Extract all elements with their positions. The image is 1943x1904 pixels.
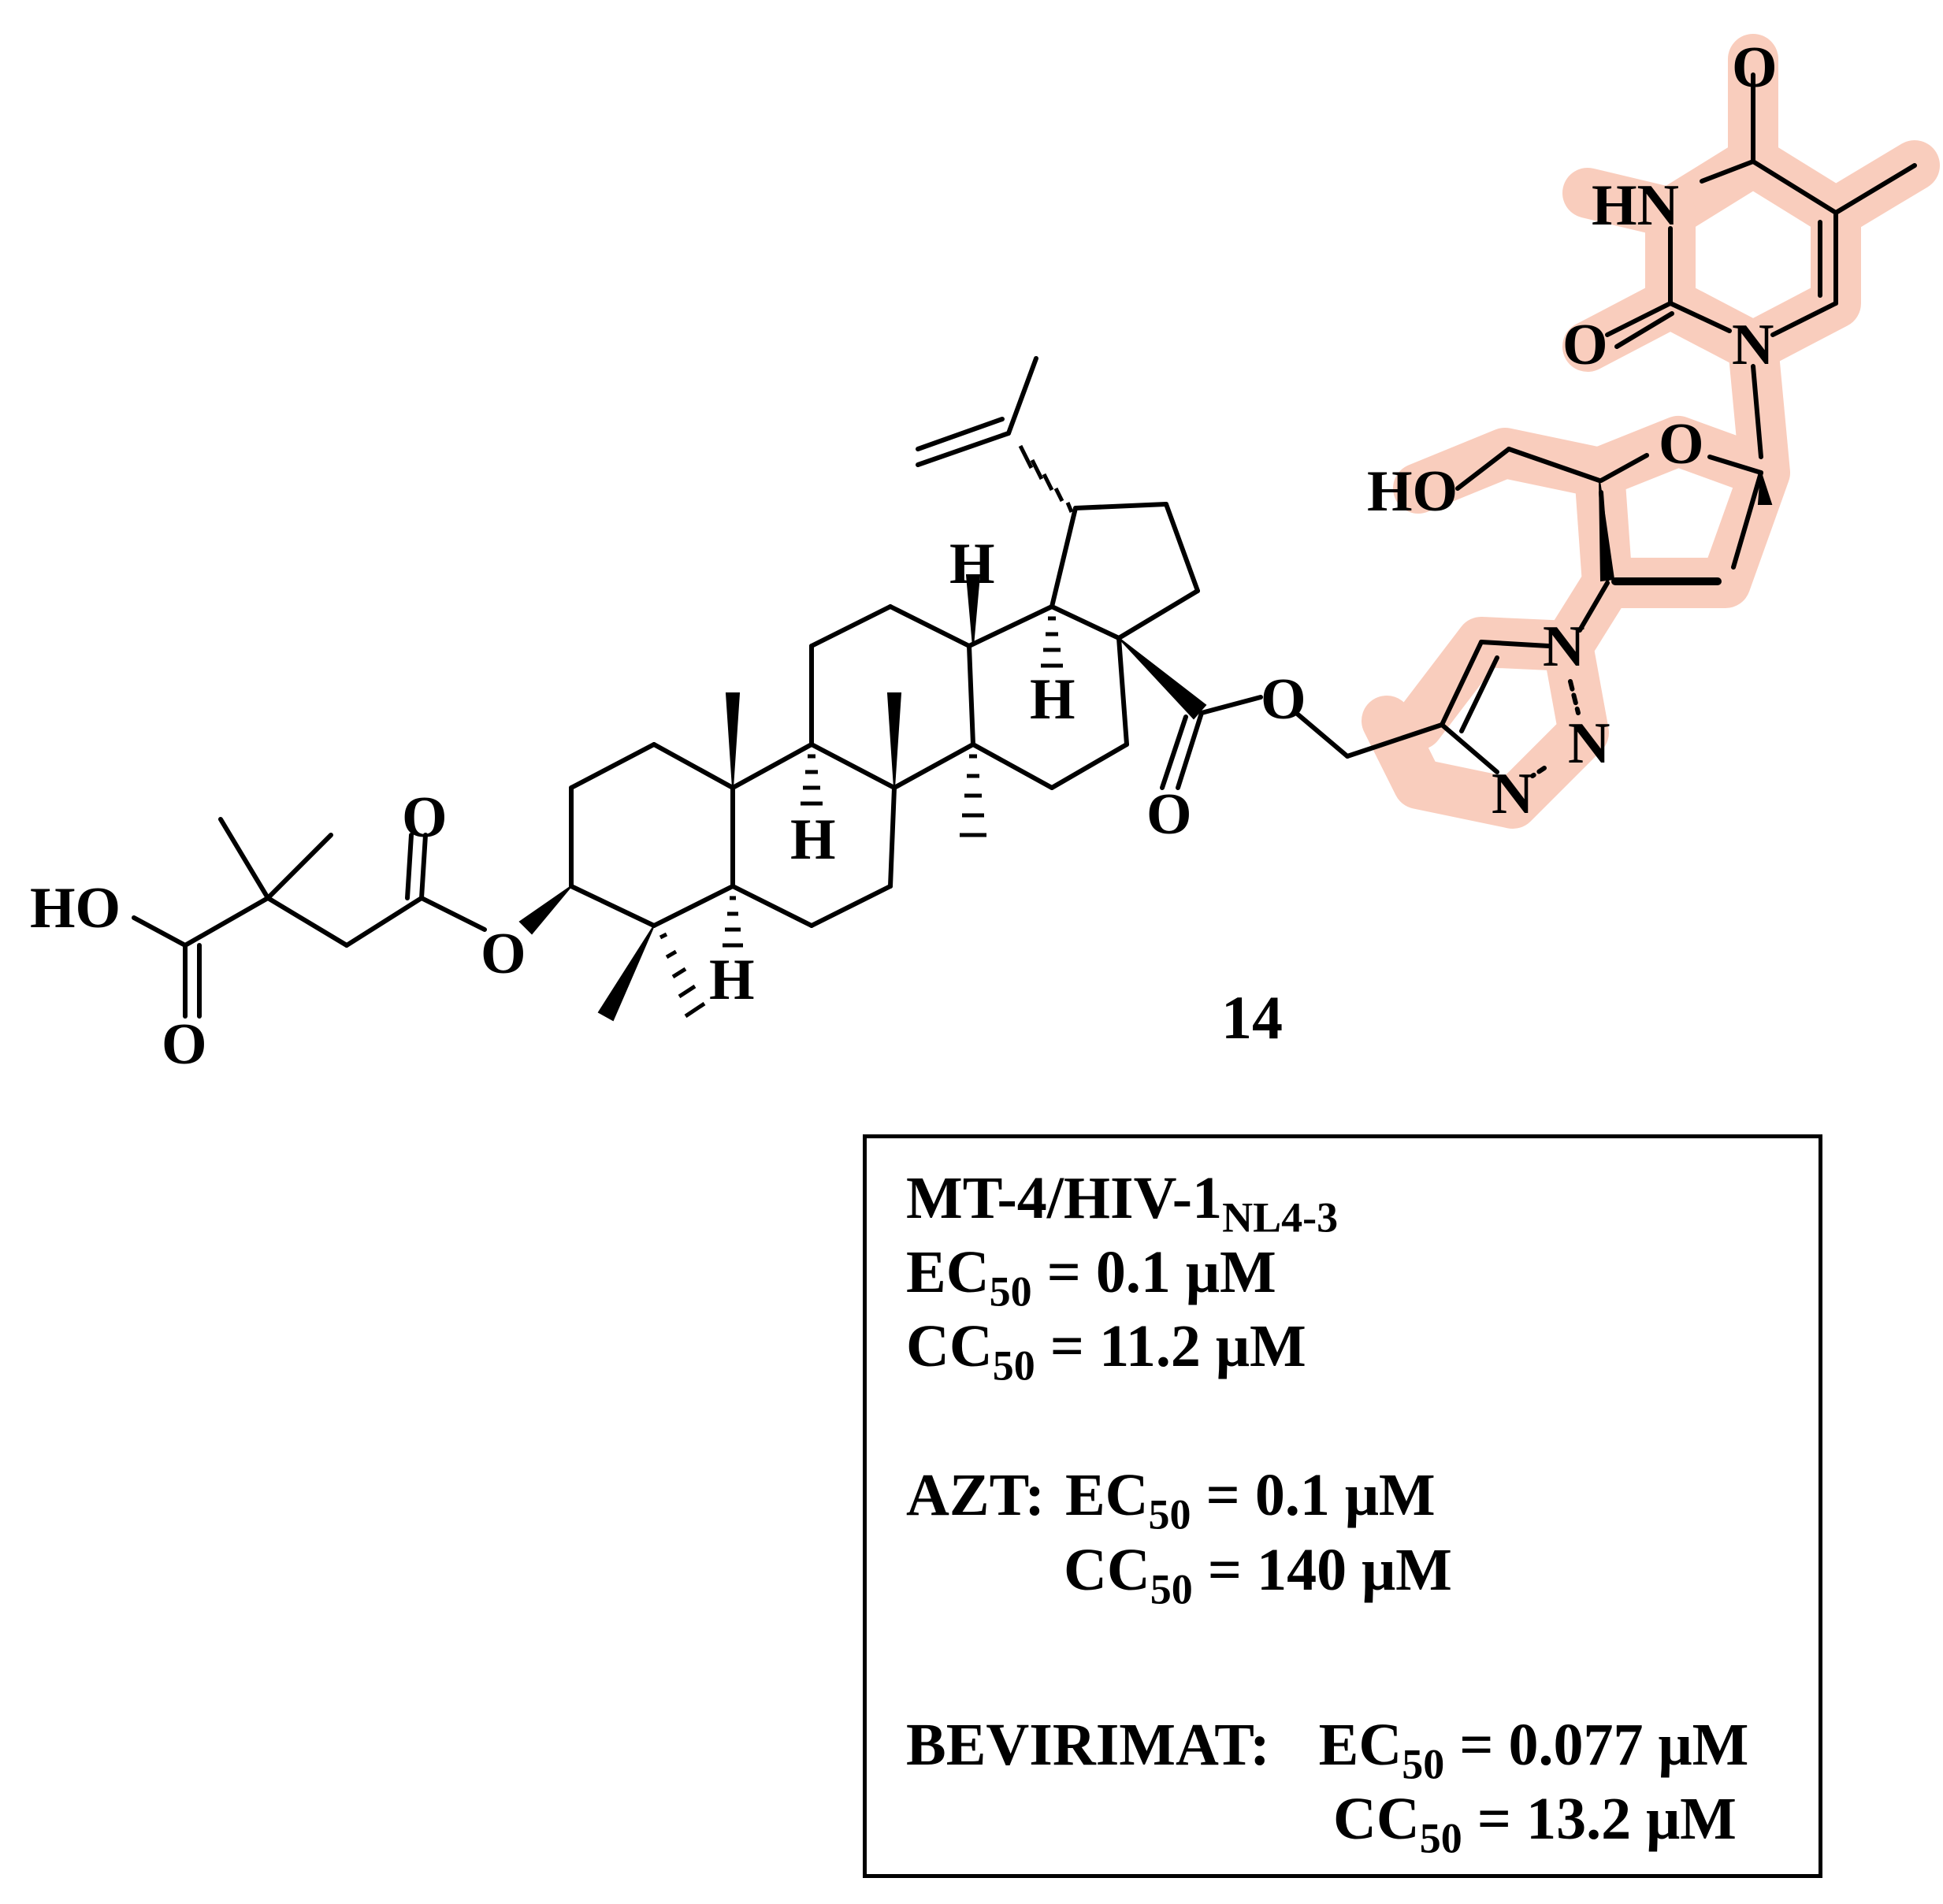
atom-o-succ-top: O xyxy=(402,785,448,850)
compound-label: 14 xyxy=(1221,983,1283,1052)
bevirimat-ec50-sub: 50 xyxy=(1402,1740,1445,1788)
assay-line: MT-4/HIV-1NL4-3 xyxy=(906,1165,1338,1238)
cc50-sub: 50 xyxy=(992,1342,1035,1390)
azt-ec50-value: = 0.1 μM xyxy=(1191,1462,1436,1528)
azt-cc50-prefix: CC xyxy=(1064,1537,1150,1603)
atom-n1-triazole: N xyxy=(1543,614,1584,679)
bevirimat-cc50-line: CC50 = 13.2 μM xyxy=(1333,1786,1737,1859)
atom-n3-triazole: N xyxy=(1492,762,1533,826)
atom-o-top: O xyxy=(1732,35,1778,100)
bevirimat-label: BEVIRIMAT: xyxy=(906,1712,1270,1778)
atom-o-acid: O xyxy=(162,1012,207,1077)
compound-ec50-line: EC50 = 0.1 μM xyxy=(906,1239,1276,1312)
highlight-region xyxy=(1362,34,1940,829)
atom-ho-right: HO xyxy=(1367,459,1458,524)
azt-ec50-sub: 50 xyxy=(1148,1490,1191,1538)
ec50-value: = 0.1 μM xyxy=(1031,1239,1276,1305)
hash-bonds xyxy=(659,369,1756,1019)
atom-h-top: H xyxy=(949,532,995,596)
cc50-prefix: CC xyxy=(906,1313,993,1379)
atom-h-5: H xyxy=(709,948,755,1012)
azt-cc50-sub: 50 xyxy=(1150,1565,1193,1613)
activity-box: MT-4/HIV-1NL4-3 EC50 = 0.1 μM CC50 = 11.… xyxy=(863,1134,1822,1878)
compound-cc50-line: CC50 = 11.2 μM xyxy=(906,1313,1306,1386)
atom-h-9: H xyxy=(790,807,836,872)
bevirimat-cc50-prefix: CC xyxy=(1333,1786,1420,1852)
atom-o-ester: O xyxy=(1261,667,1306,732)
atom-h-18: H xyxy=(1030,667,1076,732)
bevirimat-ec50-prefix: EC xyxy=(1318,1712,1402,1778)
stereo-bonds xyxy=(518,472,1773,1022)
azt-ec50-line: AZT: EC50 = 0.1 μM xyxy=(906,1462,1436,1535)
azt-ec50-prefix: EC xyxy=(1064,1462,1149,1528)
bevirimat-ec50-line: BEVIRIMAT: EC50 = 0.077 μM xyxy=(906,1712,1749,1785)
atom-n2-triazole: N xyxy=(1568,711,1610,776)
assay-sub: NL4-3 xyxy=(1222,1193,1339,1241)
atom-o-carbonyl-ester: O xyxy=(1146,782,1192,847)
azt-label: AZT: xyxy=(906,1462,1045,1528)
atom-labels: O HN O N O HO N N N O O H H H H O O HO O… xyxy=(30,35,1778,1077)
atom-ho-left: HO xyxy=(30,876,121,941)
bevirimat-cc50-sub: 50 xyxy=(1419,1814,1462,1862)
atom-o-mid: O xyxy=(1562,313,1608,377)
ec50-prefix: EC xyxy=(906,1239,990,1305)
atom-o-furan: O xyxy=(1659,412,1704,477)
bevirimat-ec50-value: = 0.077 μM xyxy=(1444,1712,1749,1778)
bevirimat-cc50-value: = 13.2 μM xyxy=(1462,1786,1737,1852)
cc50-value: = 11.2 μM xyxy=(1035,1313,1306,1379)
assay-main: MT-4/HIV-1 xyxy=(906,1165,1223,1231)
azt-cc50-value: = 140 μM xyxy=(1192,1537,1452,1603)
ec50-sub: 50 xyxy=(989,1267,1032,1316)
atom-o-succ-link: O xyxy=(481,922,526,986)
atom-hn: HN xyxy=(1592,173,1679,238)
atom-n-ring: N xyxy=(1732,313,1774,377)
azt-cc50-line: CC50 = 140 μM xyxy=(1064,1537,1452,1610)
